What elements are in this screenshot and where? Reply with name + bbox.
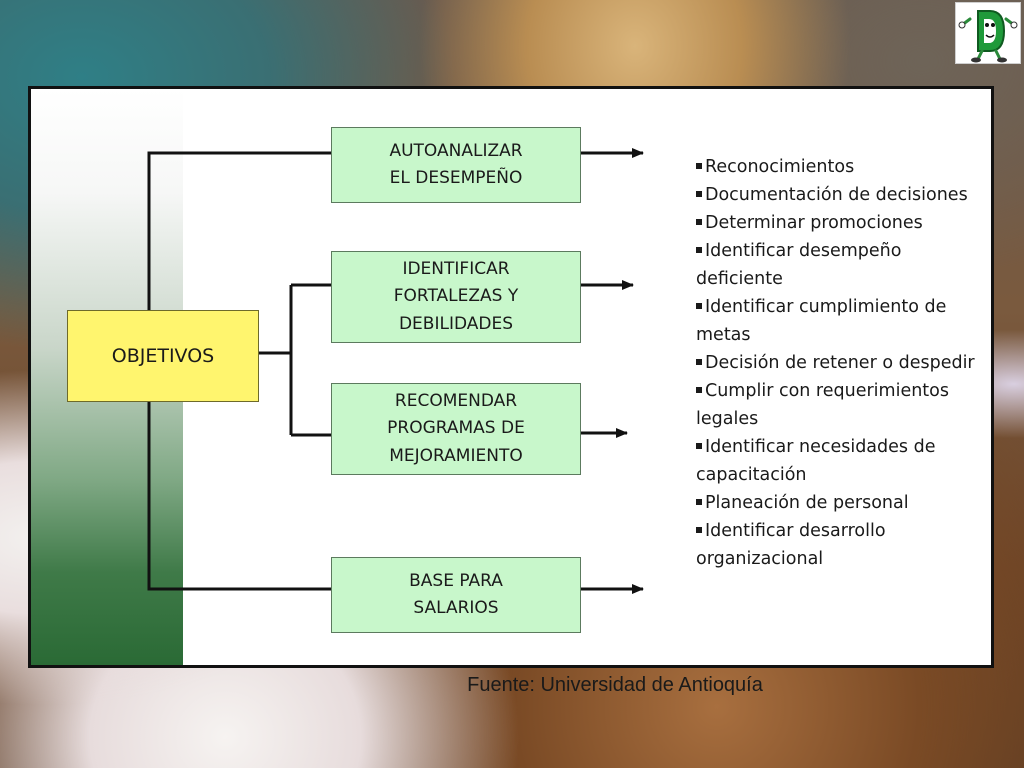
square-bullet-icon: [696, 387, 702, 393]
square-bullet-icon: [696, 303, 702, 309]
list-item: Reconocimientos: [696, 153, 986, 181]
square-bullet-icon: [696, 499, 702, 505]
square-bullet-icon: [696, 443, 702, 449]
square-bullet-icon: [696, 527, 702, 533]
root-objetivos-box: OBJETIVOS: [67, 310, 259, 402]
connector-root-to-base-salarios: [147, 401, 331, 591]
dancing-letter-d-icon: [958, 10, 1018, 63]
square-bullet-icon: [696, 219, 702, 225]
source-caption: Fuente: Universidad de Antioquía: [467, 674, 763, 696]
list-item: Cumplir con requerimientos legales: [696, 381, 949, 429]
outcomes-list: Reconocimientos Documentación de decisio…: [696, 153, 986, 573]
list-item: Identificar necesidades de capacitación: [696, 437, 936, 485]
branch-recomendar-box: RECOMENDAR PROGRAMAS DE MEJORAMIENTO: [331, 383, 581, 475]
list-item: Identificar desempeño deficiente: [696, 241, 902, 289]
list-item: Identificar desarrollo organizacional: [696, 521, 886, 569]
square-bullet-icon: [696, 247, 702, 253]
branch-autoanalizar-box: AUTOANALIZAR EL DESEMPEÑO: [331, 127, 581, 203]
publisher-logo: [955, 2, 1021, 64]
branch-identificar-box: IDENTIFICAR FORTALEZAS Y DEBILIDADES: [331, 251, 581, 343]
list-item: Decisión de retener o despedir: [696, 349, 986, 377]
objectives-diagram: OBJETIVOS AUTOANALIZAR EL DESEMPEÑO IDEN…: [28, 86, 994, 668]
list-item: Documentación de decisiones: [696, 181, 986, 209]
square-bullet-icon: [696, 359, 702, 365]
square-bullet-icon: [696, 191, 702, 197]
list-item: Identificar cumplimiento de metas: [696, 297, 947, 345]
list-item: Planeación de personal: [696, 489, 986, 517]
connector-lines: [147, 148, 644, 594]
connector-root-to-autoanalizar: [147, 151, 331, 311]
list-item: Determinar promociones: [696, 209, 986, 237]
branch-base-salarios-box: BASE PARA SALARIOS: [331, 557, 581, 633]
square-bullet-icon: [696, 163, 702, 169]
